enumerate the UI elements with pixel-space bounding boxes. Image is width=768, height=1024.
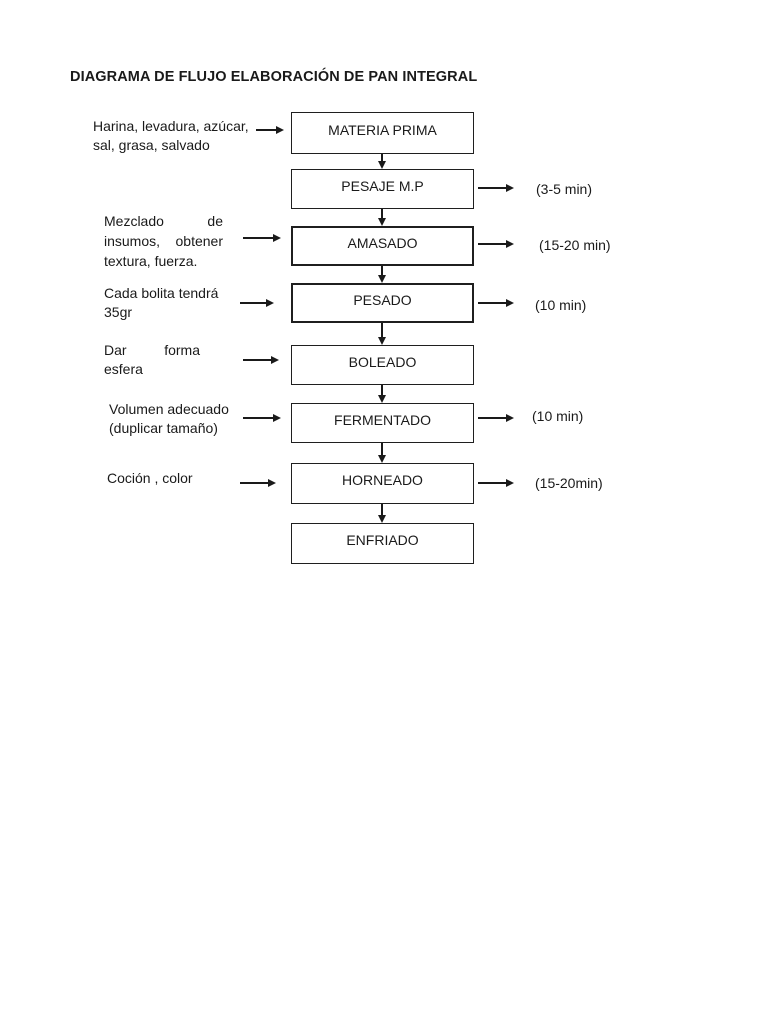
arrow-down-boleado-to-fermentado-icon	[377, 385, 387, 403]
arrow-right-timing-fermentado-icon	[478, 413, 514, 423]
flow-step-amasado: AMASADO	[291, 226, 474, 266]
timing-horneado: (15-20min)	[535, 475, 603, 491]
arrow-down-horneado-to-enfriado-icon	[377, 504, 387, 523]
arrow-right-note-materia-icon	[256, 125, 284, 135]
note-boleado: Dar forma esfera	[104, 342, 200, 377]
note-amasado: Mezclado de insumos, obtener textura, fu…	[104, 213, 223, 269]
flow-step-horneado: HORNEADO	[291, 463, 474, 504]
arrow-right-note-fermentado-icon	[243, 413, 281, 423]
timing-pesaje: (3-5 min)	[536, 181, 593, 197]
arrow-right-timing-horneado-icon	[478, 478, 514, 488]
flow-step-boleado: BOLEADO	[291, 345, 474, 385]
note-horneado: Coción , color	[107, 470, 193, 486]
arrow-down-pesado-to-boleado-icon	[377, 323, 387, 345]
arrow-right-timing-pesaje-icon	[478, 183, 514, 193]
arrow-down-pesaje-to-amasado-icon	[377, 209, 387, 226]
arrow-right-note-boleado-icon	[243, 355, 279, 365]
arrow-down-fermentado-to-horneado-icon	[377, 443, 387, 463]
arrow-down-amasado-to-pesado-icon	[377, 266, 387, 283]
arrow-right-note-amasado-icon	[243, 233, 281, 243]
flow-step-materia-prima: MATERIA PRIMA	[291, 112, 474, 154]
flow-step-pesaje: PESAJE M.P	[291, 169, 474, 209]
flow-step-fermentado: FERMENTADO	[291, 403, 474, 443]
flow-step-enfriado: ENFRIADO	[291, 523, 474, 564]
arrow-right-note-horneado-icon	[240, 478, 276, 488]
arrow-right-timing-pesado-icon	[478, 298, 514, 308]
arrow-down-materia-to-pesaje-icon	[377, 154, 387, 169]
note-pesado: Cada bolita tendrá 35gr	[104, 285, 219, 320]
flow-step-pesado: PESADO	[291, 283, 474, 323]
note-fermentado: Volumen adecuado (duplicar tamaño)	[109, 401, 229, 436]
note-materia-prima: Harina, levadura, azúcar, sal, grasa, sa…	[93, 118, 249, 153]
timing-pesado: (10 min)	[535, 297, 587, 313]
arrow-right-note-pesado-icon	[240, 298, 274, 308]
timing-fermentado: (10 min)	[532, 408, 584, 424]
page-title: DIAGRAMA DE FLUJO ELABORACIÓN DE PAN INT…	[70, 69, 478, 85]
timing-amasado: (15-20 min)	[539, 237, 611, 253]
arrow-right-timing-amasado-icon	[478, 239, 514, 249]
